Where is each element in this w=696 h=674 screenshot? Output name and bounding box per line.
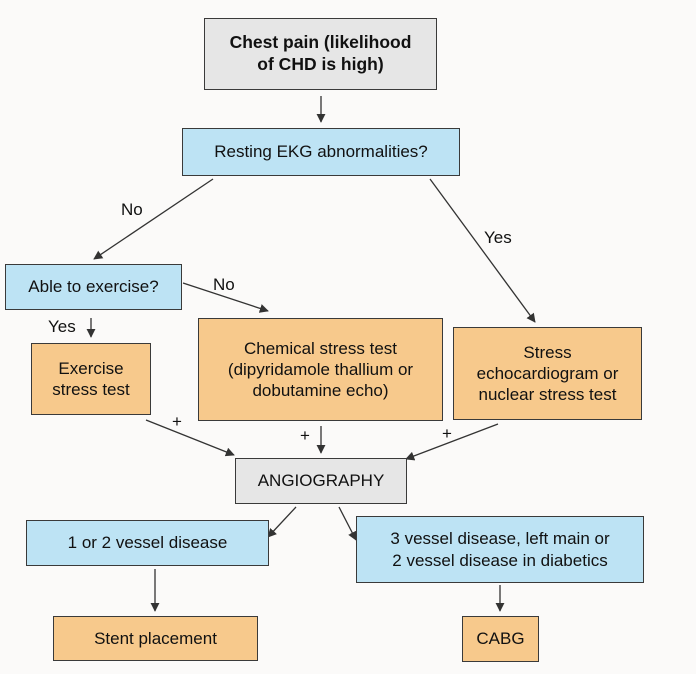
angiography-node: ANGIOGRAPHY: [235, 458, 407, 504]
chemical-stress-test-node: Chemical stress test (dipyridamole thall…: [198, 318, 443, 421]
ekg-decision-label: Resting EKG abnormalities?: [214, 142, 428, 162]
arrow-exercise-test-to-angiography: [145, 419, 235, 457]
stress-echo-label: Stress echocardiogram or nuclear stress …: [476, 342, 619, 405]
edge-label-exercise-yes: Yes: [48, 317, 76, 336]
stress-echo-node: Stress echocardiogram or nuclear stress …: [453, 327, 642, 420]
arrow-ekg-to-exercise-q: [93, 178, 214, 260]
edge-label-ekg-yes: Yes: [484, 228, 512, 247]
start-node-label: Chest pain (likelihood of CHD is high): [229, 32, 412, 74]
arrow-angiography-to-three: [338, 506, 357, 541]
one-two-vessel-node: 1 or 2 vessel disease: [26, 520, 269, 566]
stent-label: Stent placement: [94, 628, 217, 648]
ekg-decision-node: Resting EKG abnormalities?: [182, 128, 460, 176]
edge-label-exercise-no: No: [213, 275, 235, 294]
exercise-decision-node: Able to exercise?: [5, 264, 182, 310]
start-node: Chest pain (likelihood of CHD is high): [204, 18, 437, 90]
chemical-stress-test-label: Chemical stress test (dipyridamole thall…: [227, 338, 414, 401]
arrow-ekg-to-stress-echo: [429, 178, 536, 323]
edge-label-plus-right: +: [442, 424, 452, 443]
arrow-stress-echo-to-angiography: [405, 423, 499, 461]
arrow-exercise-q-to-chemical: [182, 282, 269, 313]
exercise-stress-test-node: Exercise stress test: [31, 343, 151, 415]
cabg-node: CABG: [462, 616, 539, 662]
stent-node: Stent placement: [53, 616, 258, 661]
edge-label-plus-mid: +: [300, 426, 310, 445]
three-vessel-node: 3 vessel disease, left main or 2 vessel …: [356, 516, 644, 583]
one-two-vessel-label: 1 or 2 vessel disease: [67, 533, 228, 553]
angiography-label: ANGIOGRAPHY: [257, 471, 385, 491]
exercise-stress-test-label: Exercise stress test: [52, 358, 130, 399]
edge-label-ekg-no: No: [121, 200, 143, 219]
cabg-label: CABG: [476, 629, 525, 649]
arrow-angiography-to-one-two: [267, 506, 297, 538]
edge-label-plus-left: +: [172, 412, 182, 431]
exercise-decision-label: Able to exercise?: [28, 277, 159, 297]
three-vessel-label: 3 vessel disease, left main or 2 vessel …: [390, 529, 610, 570]
